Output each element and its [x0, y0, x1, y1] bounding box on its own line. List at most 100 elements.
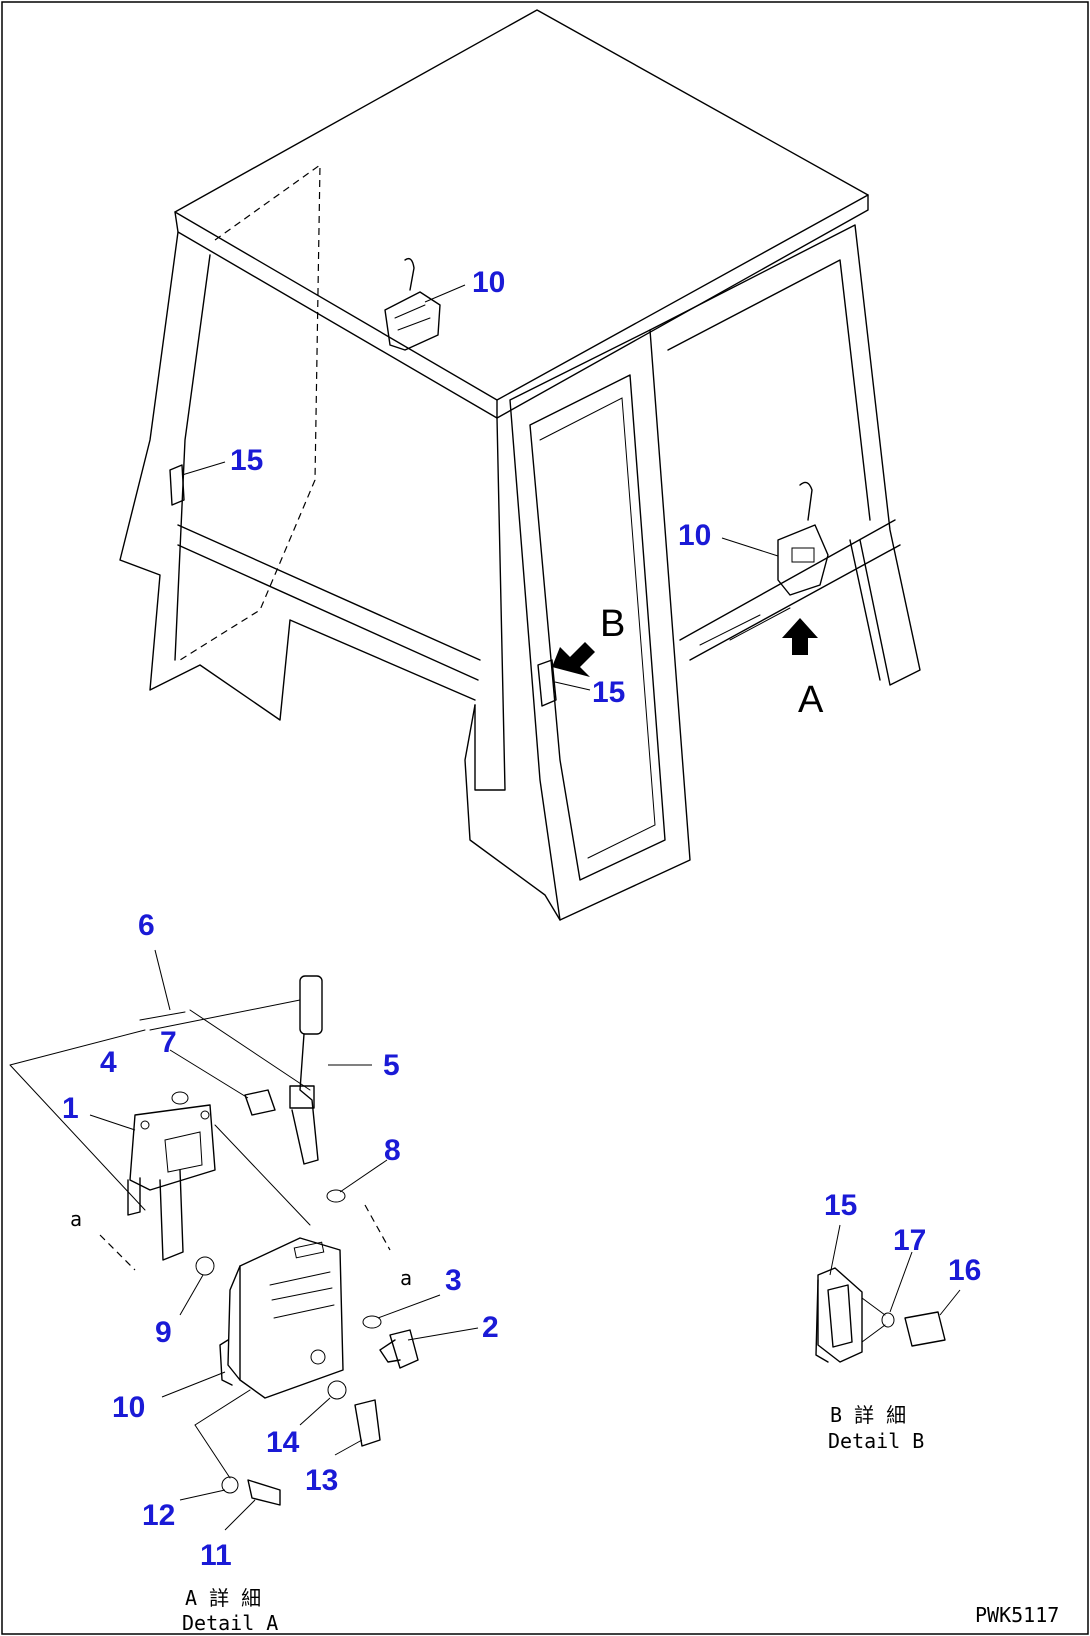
- washer-14: [327, 1380, 347, 1400]
- callout-5: 5: [383, 1049, 400, 1082]
- lever-pivot: [289, 1085, 315, 1109]
- leader-10-top: [424, 284, 466, 303]
- captions: A 詳 細 Detail A B 詳 細 Detail B PWK5117: [182, 1403, 1059, 1635]
- ref-line-bottom: [194, 1389, 251, 1426]
- leader-10-right: [721, 537, 779, 557]
- bracket-hole-2: [200, 1110, 210, 1120]
- callout-4: 4: [100, 1046, 117, 1079]
- callout-6: 6: [138, 909, 155, 942]
- bolt-13: [354, 1399, 381, 1447]
- callout-9: 9: [155, 1316, 172, 1349]
- right-latch-handle: [799, 481, 813, 521]
- right-door-window: [529, 374, 666, 881]
- roof-latch-body: [384, 291, 441, 351]
- leader-12: [179, 1489, 226, 1501]
- ref-label-a-left: a: [70, 1207, 82, 1231]
- bolt-11: [247, 1479, 281, 1506]
- striker-plate-15: [817, 1267, 863, 1363]
- plate-7: [244, 1089, 276, 1116]
- lever-knob: [299, 975, 323, 1035]
- bracket-1-tab: [127, 1177, 141, 1216]
- washer-8: [326, 1189, 346, 1203]
- ref-line-housing: [214, 1124, 311, 1226]
- leader-17: [889, 1251, 913, 1313]
- bracket-1-slot: [164, 1131, 203, 1173]
- callout-13: 13: [305, 1464, 338, 1497]
- leader-11: [224, 1499, 256, 1531]
- callout-12: 12: [142, 1499, 175, 1532]
- ref-line-pin: [189, 1009, 311, 1091]
- striker-mount-lines: [861, 1297, 886, 1343]
- right-handrail-bottom: [689, 544, 901, 661]
- callout-10-top: 10: [472, 266, 505, 299]
- callout-2: 2: [482, 1311, 499, 1344]
- leader-10-detail: [161, 1371, 226, 1398]
- housing-ribs: [269, 1271, 335, 1319]
- callout-7: 7: [160, 1026, 177, 1059]
- leader-15-detail: [829, 1224, 841, 1276]
- callout-1: 1: [62, 1092, 79, 1125]
- callout-11: 11: [200, 1539, 232, 1572]
- right-rear-post: [849, 539, 881, 681]
- left-rail-bottom: [177, 544, 479, 681]
- view-label-b: B: [600, 603, 625, 645]
- detail-b-group: [815, 1267, 946, 1363]
- front-corner-pillar: [474, 417, 506, 791]
- latch-housing-side: [227, 1265, 241, 1381]
- leader-13: [334, 1439, 363, 1456]
- left-rail-top: [177, 524, 481, 661]
- leader-14: [299, 1397, 331, 1426]
- detail-a-group: [9, 975, 419, 1506]
- left-pillar-inner: [174, 254, 211, 661]
- leader-15-left: [181, 461, 226, 476]
- bracket-hole-1: [140, 1120, 150, 1130]
- latch-housing-10: [239, 1237, 344, 1399]
- callouts: 10 15 10 15 6 7 4 5 1 8 9 3 2 10 14 13 1…: [62, 266, 981, 1572]
- bolt-2-shank: [379, 1339, 401, 1363]
- leader-16: [939, 1289, 961, 1316]
- right-latch-slot: [791, 547, 815, 563]
- callout-8: 8: [384, 1134, 401, 1167]
- callout-17: 17: [893, 1224, 926, 1257]
- ref-line-a-top: [9, 999, 301, 1211]
- callout-14: 14: [266, 1426, 300, 1459]
- view-a-arrow-icon: [782, 618, 818, 655]
- bolt-2-head: [389, 1329, 419, 1369]
- callout-16: 16: [948, 1254, 981, 1287]
- lever-arm: [291, 1033, 319, 1165]
- roof-front-edge: [174, 211, 498, 419]
- bracket-1: [129, 1104, 216, 1191]
- view-b-arrow-icon: [552, 642, 595, 677]
- roof-latch-detail: [394, 304, 431, 331]
- right-door-frame: [509, 329, 691, 921]
- detail-a-caption-en: Detail A: [182, 1611, 278, 1635]
- leader-6: [154, 949, 171, 1011]
- detail-b-caption-jp: B 詳 細: [830, 1403, 906, 1427]
- callout-15-mid: 15: [592, 676, 625, 709]
- detail-b-caption-en: Detail B: [828, 1429, 924, 1453]
- housing-flange: [219, 1339, 233, 1386]
- nut-9: [195, 1256, 215, 1276]
- leader-8: [339, 1159, 388, 1193]
- right-door-window-inner: [539, 397, 656, 859]
- ref-arrow-a-right: [364, 1204, 391, 1251]
- housing-boss: [310, 1349, 326, 1365]
- handrail-stays: [699, 607, 791, 646]
- leader-3: [377, 1294, 441, 1319]
- view-label-a: A: [798, 679, 824, 721]
- roof-right-edge: [496, 194, 869, 419]
- striker-slot: [827, 1284, 853, 1348]
- right-rear-window: [667, 259, 871, 521]
- door-striker: [537, 659, 557, 707]
- right-handrail-top: [679, 519, 896, 641]
- callout-15-detail: 15: [824, 1189, 857, 1222]
- bracket-1-leg: [159, 1169, 184, 1261]
- ref-line-bottom-2: [194, 1424, 231, 1479]
- leader-1: [89, 1114, 136, 1131]
- left-window-hidden: [179, 163, 321, 661]
- cab-roof: [174, 9, 869, 401]
- leader-9: [179, 1274, 204, 1316]
- cab-left-side: [119, 231, 476, 721]
- housing-slot: [293, 1241, 325, 1259]
